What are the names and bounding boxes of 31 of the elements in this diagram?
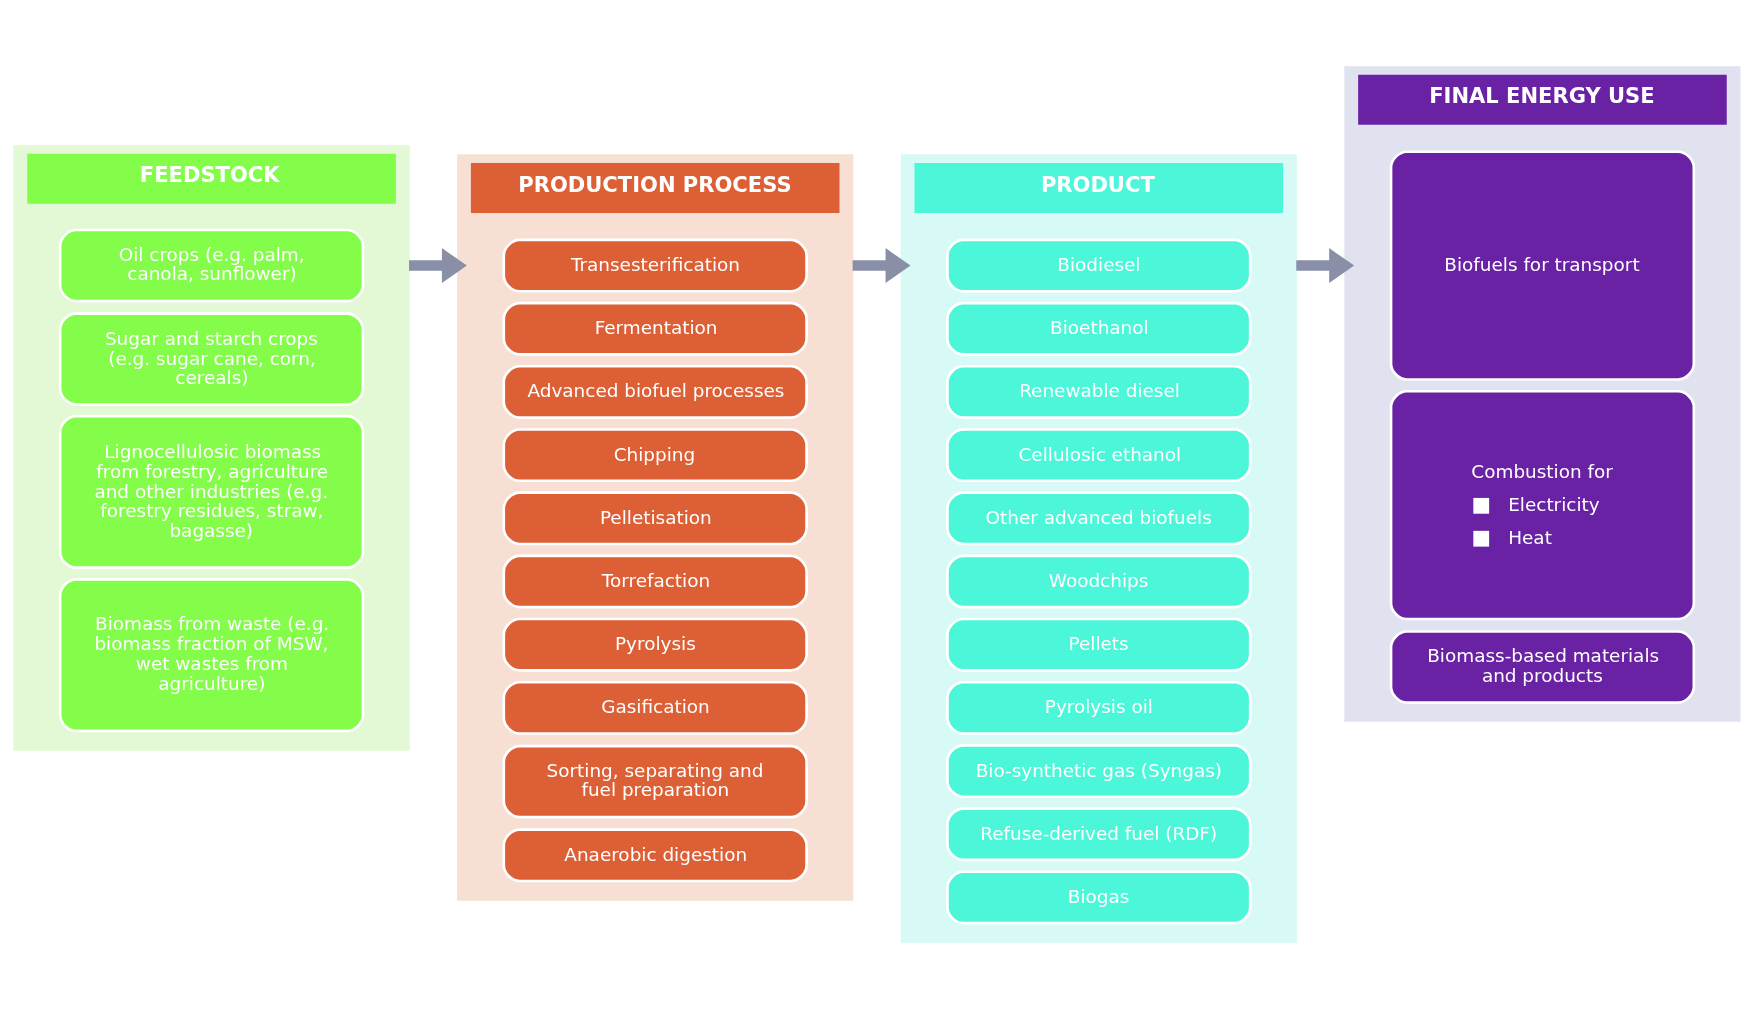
node-box: Cellulosic ethanol	[946, 428, 1252, 483]
node-box: Biodiesel	[946, 238, 1252, 293]
node-box: Transesterification	[502, 238, 808, 293]
node-box: Biomass-based materials and products	[1389, 630, 1696, 704]
node-box: Pyrolysis oil	[946, 680, 1252, 735]
node-box: Pellets	[946, 617, 1252, 672]
node-box: Sugar and starch crops (e.g. sugar cane, corn, cereals)	[58, 312, 365, 406]
node-box: Anaerobic digestion	[502, 828, 808, 883]
node-box: Chipping	[502, 428, 808, 483]
node-box: Pyrolysis	[502, 617, 808, 672]
node-box: Advanced biofuel processes	[502, 364, 808, 419]
node-box: Renewable diesel	[946, 364, 1252, 419]
node-box: Biogas	[946, 870, 1252, 925]
node-box: Woodchips	[946, 554, 1252, 609]
node-box: Bioethanol	[946, 301, 1252, 356]
node-box: Gasification	[502, 680, 808, 735]
arrow	[852, 248, 911, 284]
arrow	[1296, 248, 1355, 284]
node-box: Refuse-derived fuel (RDF)	[946, 807, 1252, 862]
node-box: Oil crops (e.g. palm, canola, sunflower)	[58, 228, 365, 303]
node-box: Sorting, separating and fuel preparation	[502, 744, 808, 819]
node-box: Pelletisation	[502, 491, 808, 546]
node-box: Fermentation	[502, 301, 808, 356]
node-box: Other advanced biofuels	[946, 491, 1252, 546]
node-box: Biofuels for transport	[1389, 150, 1696, 381]
node-box: Combustion for Electricity Heat	[1389, 389, 1696, 621]
arrow	[409, 248, 467, 284]
node-box: Bio-synthetic gas (Syngas)	[946, 744, 1252, 799]
node-box: Biomass from waste (e.g. biomass fraction of MSW, wet wastes from agriculture)	[58, 578, 365, 733]
node-box: Lignocellulosic biomass from forestry, agriculture and other industries (e.g. forestry residues, straw, bagasse)	[58, 415, 365, 569]
node-box: Torrefaction	[502, 554, 808, 609]
